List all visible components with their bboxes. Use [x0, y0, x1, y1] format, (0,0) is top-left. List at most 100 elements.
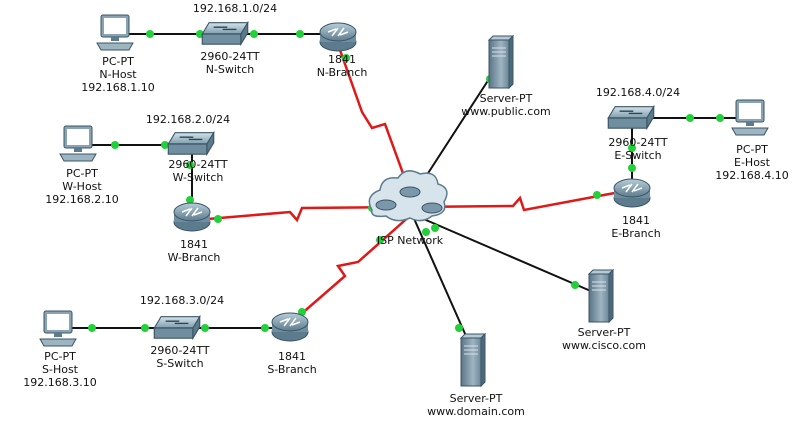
w-branch-router-icon[interactable] — [173, 202, 211, 232]
w-host-label: PC-PT W-Host 192.168.2.10 — [45, 167, 118, 206]
port-dot — [455, 324, 463, 332]
w-branch-label: 1841 W-Branch — [168, 238, 221, 264]
e-branch-model: 1841 — [621, 214, 650, 227]
n-host-name: N-Host — [99, 68, 137, 81]
link-isp-domain — [411, 213, 471, 346]
cisco-server-icon[interactable] — [588, 269, 614, 323]
port-dot — [296, 30, 304, 38]
port-dot — [186, 161, 194, 169]
n-host-type: PC-PT — [102, 55, 134, 68]
port-dot — [250, 30, 258, 38]
w-branch-model: 1841 — [180, 238, 208, 251]
w-host-ip: 192.168.2.10 — [45, 193, 119, 206]
e-switch-label: 2960-24TT E-Switch — [608, 136, 667, 162]
s-host-pc-icon[interactable] — [39, 310, 77, 347]
public-server-name: www.public.com — [461, 105, 551, 118]
port-dot — [593, 191, 601, 199]
n-switch-label: 2960-24TT N-Switch — [200, 50, 259, 76]
n-branch-router-icon[interactable] — [319, 22, 357, 52]
n-host-ip: 192.168.1.10 — [81, 81, 155, 94]
port-dot — [161, 141, 169, 149]
s-branch-router-icon[interactable] — [271, 312, 309, 342]
e-net-label: 192.168.4.0/24 — [595, 86, 681, 99]
cisco-server-type: Server-PT — [577, 326, 631, 339]
s-host-ip: 192.168.3.10 — [23, 376, 97, 389]
w-switch-icon[interactable] — [167, 131, 215, 155]
port-dot — [342, 54, 350, 62]
e-branch-router-icon[interactable] — [613, 178, 651, 208]
e-host-ip: 192.168.4.10 — [715, 169, 789, 182]
port-dot — [376, 236, 384, 244]
cisco-server-name: www.cisco.com — [562, 339, 646, 352]
s-switch-name: S-Switch — [156, 357, 204, 370]
isp-label: ISP Network — [377, 234, 443, 247]
public-server-type: Server-PT — [479, 92, 533, 105]
n-net-label: 192.168.1.0/24 — [192, 2, 278, 15]
isp-cloud-icon[interactable] — [368, 170, 448, 222]
port-dot — [111, 141, 119, 149]
public-server-label: Server-PT www.public.com — [461, 92, 551, 118]
port-dot — [141, 324, 149, 332]
s-branch-model: 1841 — [278, 350, 306, 363]
port-dot — [628, 144, 636, 152]
wan-wbranch-isp — [195, 205, 413, 223]
n-host-pc-icon[interactable] — [96, 14, 134, 51]
w-host-name: W-Host — [62, 180, 102, 193]
w-switch-type: 2960-24TT — [168, 158, 228, 171]
n-host-label: PC-PT N-Host 192.168.1.10 — [81, 55, 154, 94]
port-dot — [686, 114, 694, 122]
public-server-icon[interactable] — [488, 35, 514, 89]
domain-server-name: www.domain.com — [427, 405, 525, 418]
e-switch-name: E-Switch — [614, 149, 662, 162]
n-switch-icon[interactable] — [201, 21, 249, 45]
domain-server-icon[interactable] — [460, 333, 486, 387]
n-branch-model: 1841 — [327, 53, 356, 66]
w-switch-name: W-Switch — [172, 171, 224, 184]
cisco-server-label: Server-PT www.cisco.com — [562, 326, 646, 352]
s-switch-icon[interactable] — [153, 315, 201, 339]
s-switch-type: 2960-24TT — [150, 344, 210, 357]
s-branch-label: 1841 S-Branch — [267, 350, 316, 376]
e-branch-label: 1841 E-Branch — [611, 214, 660, 240]
w-net-label: 192.168.2.0/24 — [145, 113, 231, 126]
n-switch-name: N-Switch — [205, 63, 255, 76]
port-dot — [201, 324, 209, 332]
s-switch-label: 2960-24TT S-Switch — [150, 344, 209, 370]
s-host-name: S-Host — [41, 363, 78, 376]
link-isp-cisco — [411, 213, 601, 296]
s-net-label: 192.168.3.0/24 — [139, 294, 225, 307]
port-dot — [214, 215, 222, 223]
w-branch-name: W-Branch — [167, 251, 221, 264]
s-host-label: PC-PT S-Host 192.168.3.10 — [23, 350, 96, 389]
port-dot — [431, 224, 439, 232]
w-host-pc-icon[interactable] — [59, 125, 97, 162]
wan-nbranch-isp — [338, 49, 414, 199]
n-branch-name: N-Branch — [316, 66, 368, 79]
e-switch-icon[interactable] — [607, 105, 655, 129]
e-host-pc-icon[interactable] — [731, 99, 769, 136]
wan-isp-ebranch — [411, 190, 621, 212]
e-host-type: PC-PT — [736, 143, 768, 156]
e-host-name: E-Host — [734, 156, 770, 169]
n-branch-label: 1841 N-Branch — [317, 53, 368, 79]
e-branch-name: E-Branch — [611, 227, 661, 240]
w-host-type: PC-PT — [66, 167, 98, 180]
domain-server-type: Server-PT — [449, 392, 503, 405]
s-host-type: PC-PT — [44, 350, 76, 363]
port-dot — [716, 114, 724, 122]
e-switch-type: 2960-24TT — [608, 136, 668, 149]
port-dot — [628, 164, 636, 172]
port-dot — [571, 281, 579, 289]
port-dot — [422, 228, 430, 236]
port-dot — [186, 196, 194, 204]
e-host-label: PC-PT E-Host 192.168.4.10 — [715, 143, 788, 182]
domain-server-label: Server-PT www.domain.com — [427, 392, 525, 418]
wan-sbranch-isp — [291, 213, 413, 323]
port-dot — [88, 324, 96, 332]
n-switch-type: 2960-24TT — [200, 50, 260, 63]
w-switch-label: 2960-24TT W-Switch — [168, 158, 227, 184]
port-dot — [146, 30, 154, 38]
isp-name: ISP Network — [376, 234, 444, 247]
